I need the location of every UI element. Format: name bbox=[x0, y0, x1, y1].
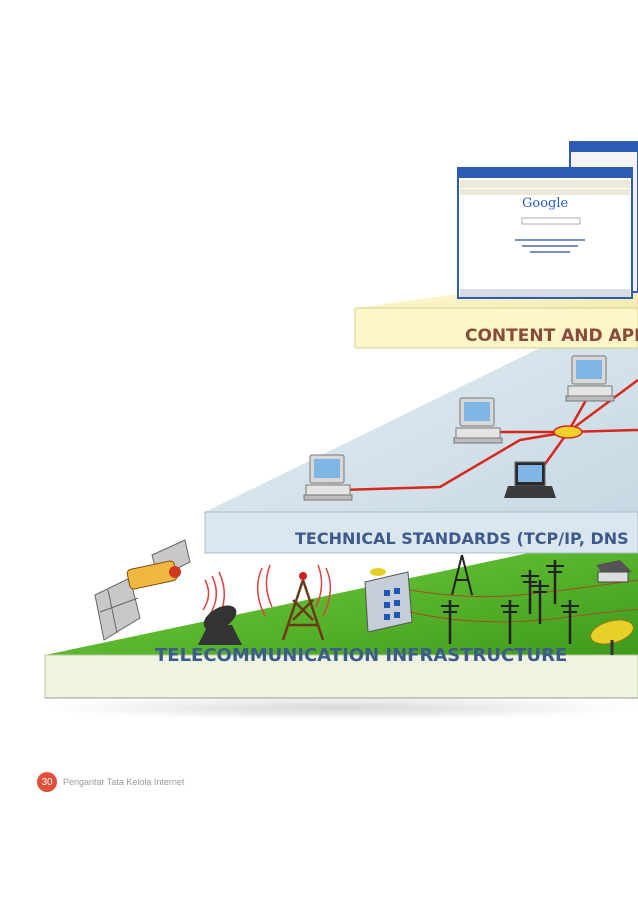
content-layer-label: CONTENT AND APP bbox=[465, 326, 638, 346]
dish-antenna-icon bbox=[198, 605, 242, 645]
browser-window: Google bbox=[457, 167, 633, 299]
power-line-icon bbox=[409, 579, 638, 623]
page-number-badge: 30 bbox=[37, 772, 57, 792]
network-hub-icon bbox=[553, 425, 583, 439]
google-logo: Google bbox=[522, 196, 569, 211]
infrastructure-layer-label: TELECOMMUNICATION INFRASTRUCTURE bbox=[155, 645, 567, 666]
search-box bbox=[521, 217, 581, 225]
cell-tower-icon bbox=[451, 554, 473, 596]
satellite-icon bbox=[94, 539, 191, 641]
ground-shadow bbox=[40, 695, 638, 720]
office-building-icon bbox=[364, 568, 413, 633]
laptop-icon bbox=[504, 461, 556, 498]
standards-layer-label: TECHNICAL STANDARDS (TCP/IP, DNS bbox=[295, 529, 629, 548]
infrastructure-layer bbox=[44, 530, 638, 699]
page-footer: 30 Pengantar Tata Kelola Internet bbox=[37, 772, 184, 792]
transmission-tower-icon bbox=[281, 572, 325, 641]
book-title: Pengantar Tata Kelola Internet bbox=[63, 777, 185, 787]
dish-antenna-icon bbox=[590, 619, 634, 655]
house-icon bbox=[596, 560, 632, 583]
